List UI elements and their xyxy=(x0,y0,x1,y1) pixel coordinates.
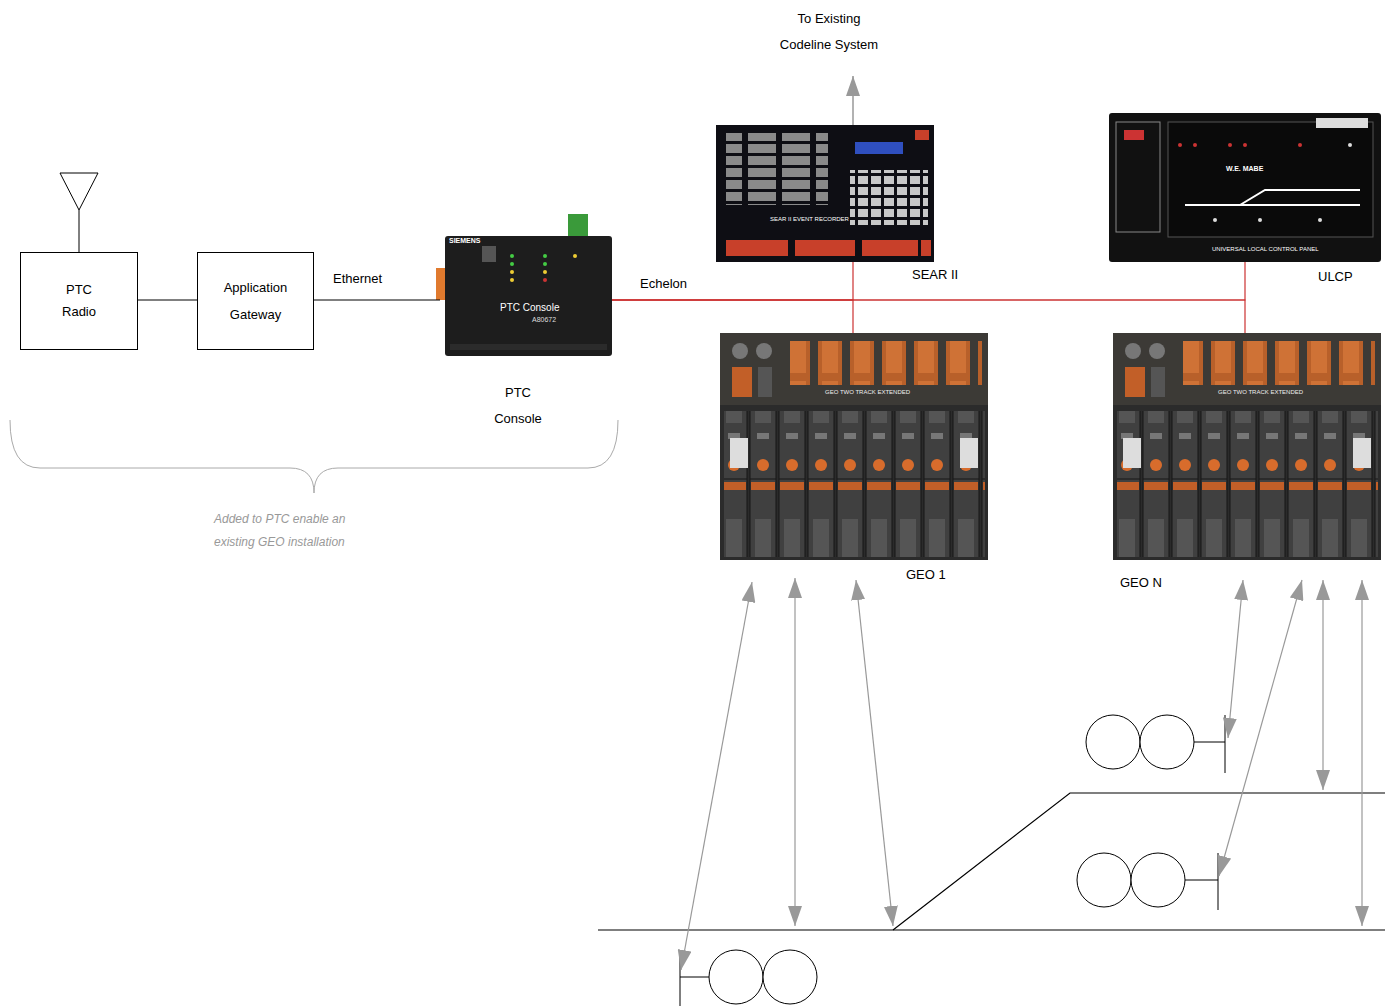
codeline-target: To Existing Codeline System xyxy=(771,6,887,76)
field-wiring-arrow xyxy=(681,578,1362,970)
device-text: UNIVERSAL LOCAL CONTROL PANEL xyxy=(1212,246,1319,253)
connector xyxy=(314,300,440,301)
group-brace xyxy=(10,420,618,493)
node-label: SEAR II xyxy=(912,266,958,284)
control-panel-device: ULCP xyxy=(1109,113,1381,262)
connector xyxy=(612,262,1245,300)
device-text: W.E. MABE xyxy=(1226,165,1263,173)
control-panel-illustration xyxy=(1109,113,1381,262)
device-text: GEO TWO TRACK EXTENDED xyxy=(825,389,910,396)
geo-rack: GEO N xyxy=(1113,333,1381,558)
radio-box: PTC Radio xyxy=(20,252,138,350)
node-label: To Existing Codeline System xyxy=(779,6,879,58)
device-text: GEO TWO TRACK EXTENDED xyxy=(1218,389,1303,396)
gateway-box: Application Gateway xyxy=(197,252,314,350)
group-note: Added to PTC enable an existing GEO inst… xyxy=(214,508,364,554)
signal-symbol xyxy=(680,715,1225,1006)
connector-label: Echelon xyxy=(639,276,688,291)
connector xyxy=(852,76,854,125)
node-label: GEO 1 xyxy=(906,566,946,584)
node-label: PTC Radio xyxy=(54,279,104,323)
node-label: GEO N xyxy=(1120,574,1162,592)
brand-text: SIEMENS xyxy=(449,237,481,245)
geo-rack-illustration xyxy=(720,333,1381,560)
device-text: A80672 xyxy=(532,316,556,324)
ptc-console-device: PTC Console xyxy=(440,233,612,357)
connector-label: Ethernet xyxy=(332,271,383,286)
device-text: PTC Console xyxy=(500,302,559,314)
geo-rack: GEO 1 xyxy=(720,333,988,560)
event-recorder-illustration xyxy=(716,125,934,262)
device-text: SEAR II EVENT RECORDER xyxy=(770,216,849,223)
event-recorder-device: SEAR II xyxy=(716,125,934,262)
node-label: Application Gateway xyxy=(214,274,298,328)
ptc-console-illustration xyxy=(436,214,612,356)
connector xyxy=(138,300,197,301)
connector xyxy=(612,300,853,333)
connector xyxy=(612,262,853,300)
node-label: ULCP xyxy=(1318,268,1353,286)
track-layout xyxy=(598,793,1385,930)
antenna-symbol xyxy=(60,173,98,252)
node-label: PTC Console xyxy=(488,380,548,432)
connector xyxy=(612,300,1245,333)
